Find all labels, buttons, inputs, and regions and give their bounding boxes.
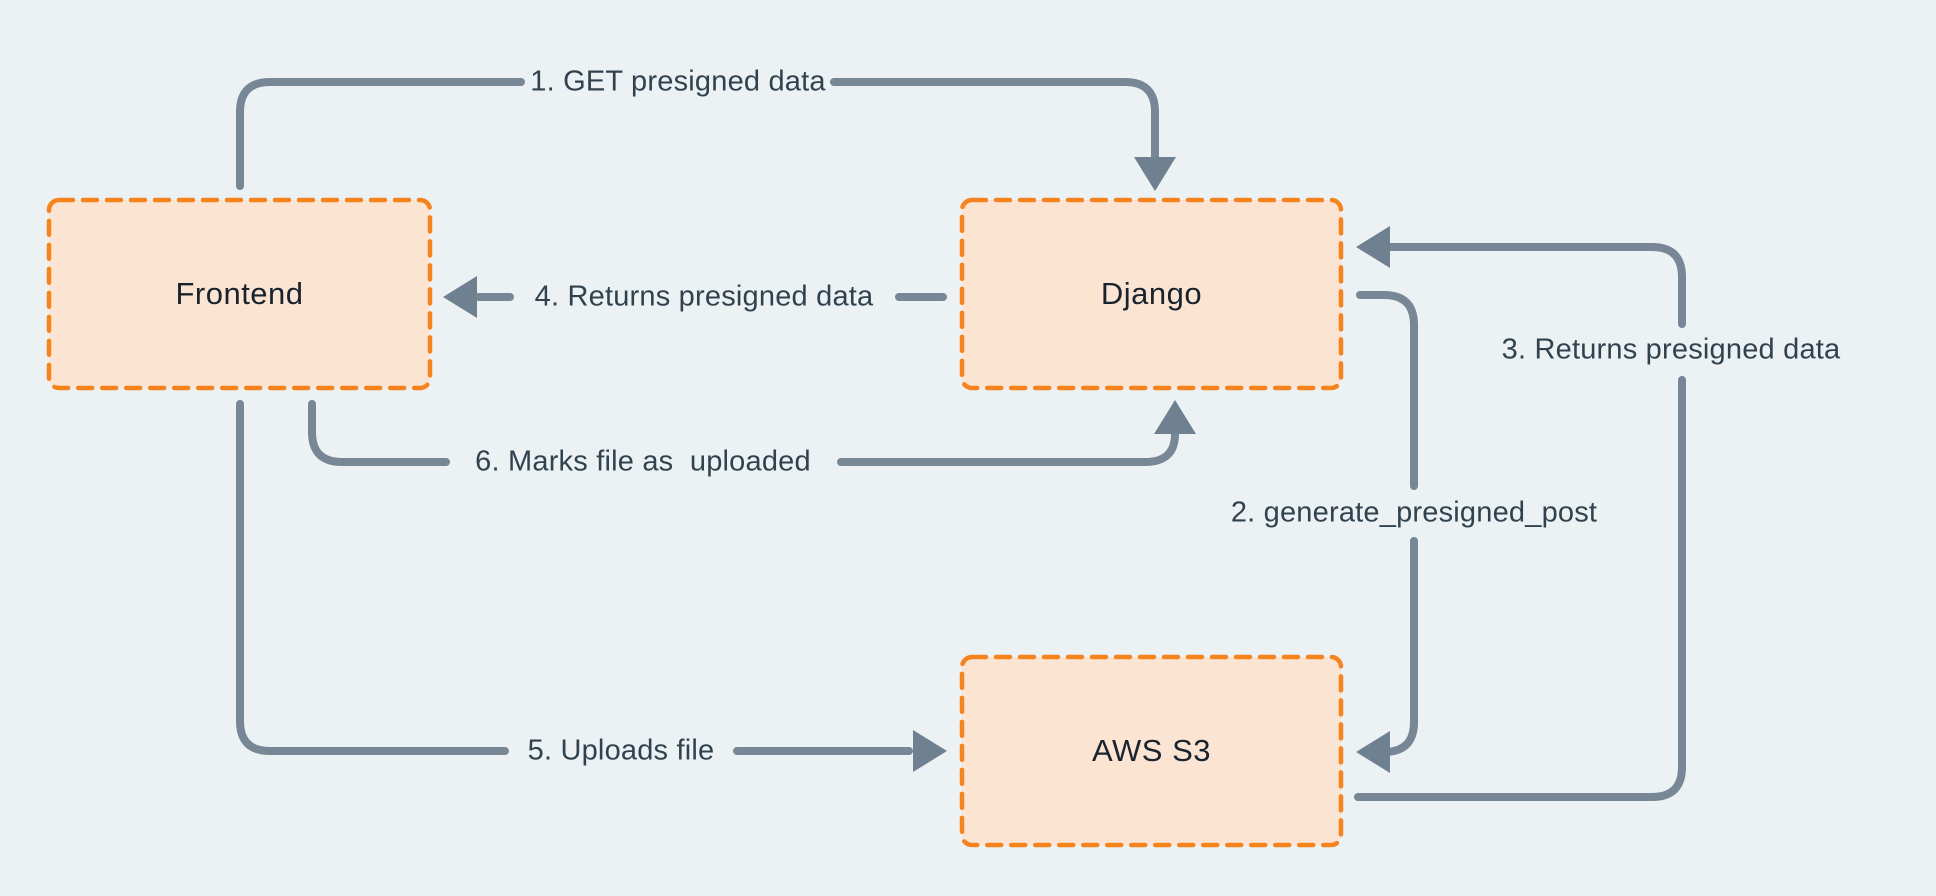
aws-s3-node-label: AWS S3 <box>1092 733 1211 768</box>
edge-5-uploads-file <box>236 400 947 772</box>
frontend-node: Frontend <box>49 200 430 388</box>
edge-3-label: 3. Returns presigned data <box>1501 333 1841 366</box>
django-node: Django <box>962 200 1341 388</box>
arrow-right-icon <box>913 730 947 772</box>
edge-1-segment <box>236 78 525 190</box>
edge-4-label: 4. Returns presigned data <box>534 280 874 313</box>
edge-2-generate-presigned-post <box>1356 291 1418 773</box>
edge-3-returns-presigned-data <box>1354 226 1686 801</box>
edge-2-segment <box>1356 291 1418 490</box>
edge-4-returns-presigned-data <box>443 276 947 318</box>
edge-5-label: 5. Uploads file <box>527 734 715 767</box>
arrow-up-icon <box>1154 400 1196 434</box>
frontend-node-label: Frontend <box>175 276 304 311</box>
edge-3-segment <box>1387 243 1686 328</box>
edge-1-segment <box>830 78 1159 161</box>
django-node-label: Django <box>1100 276 1203 311</box>
frontend-node-box <box>46 197 433 391</box>
edge-6-label: 6. Marks file as uploaded <box>475 445 811 478</box>
edge-3-segment <box>1354 376 1686 801</box>
edge-5-segment <box>236 400 509 755</box>
edge-2-label: 2. generate_presigned_post <box>1230 496 1598 529</box>
edge-1-get-presigned-data <box>236 78 1176 191</box>
arrow-left-icon <box>1356 731 1390 773</box>
edge-2-segment <box>1380 537 1418 756</box>
django-node-box <box>959 197 1344 391</box>
edge-6-marks-file-uploaded <box>308 400 1196 466</box>
arrow-down-icon <box>1134 157 1176 191</box>
aws-s3-node-box <box>959 654 1344 848</box>
edge-6-segment <box>308 400 450 466</box>
edge-1-label: 1. GET presigned data <box>530 65 826 98</box>
arrow-left-icon <box>443 276 477 318</box>
aws-s3-node: AWS S3 <box>962 657 1341 845</box>
edge-6-segment <box>837 430 1179 466</box>
arrow-left-icon <box>1356 226 1390 268</box>
